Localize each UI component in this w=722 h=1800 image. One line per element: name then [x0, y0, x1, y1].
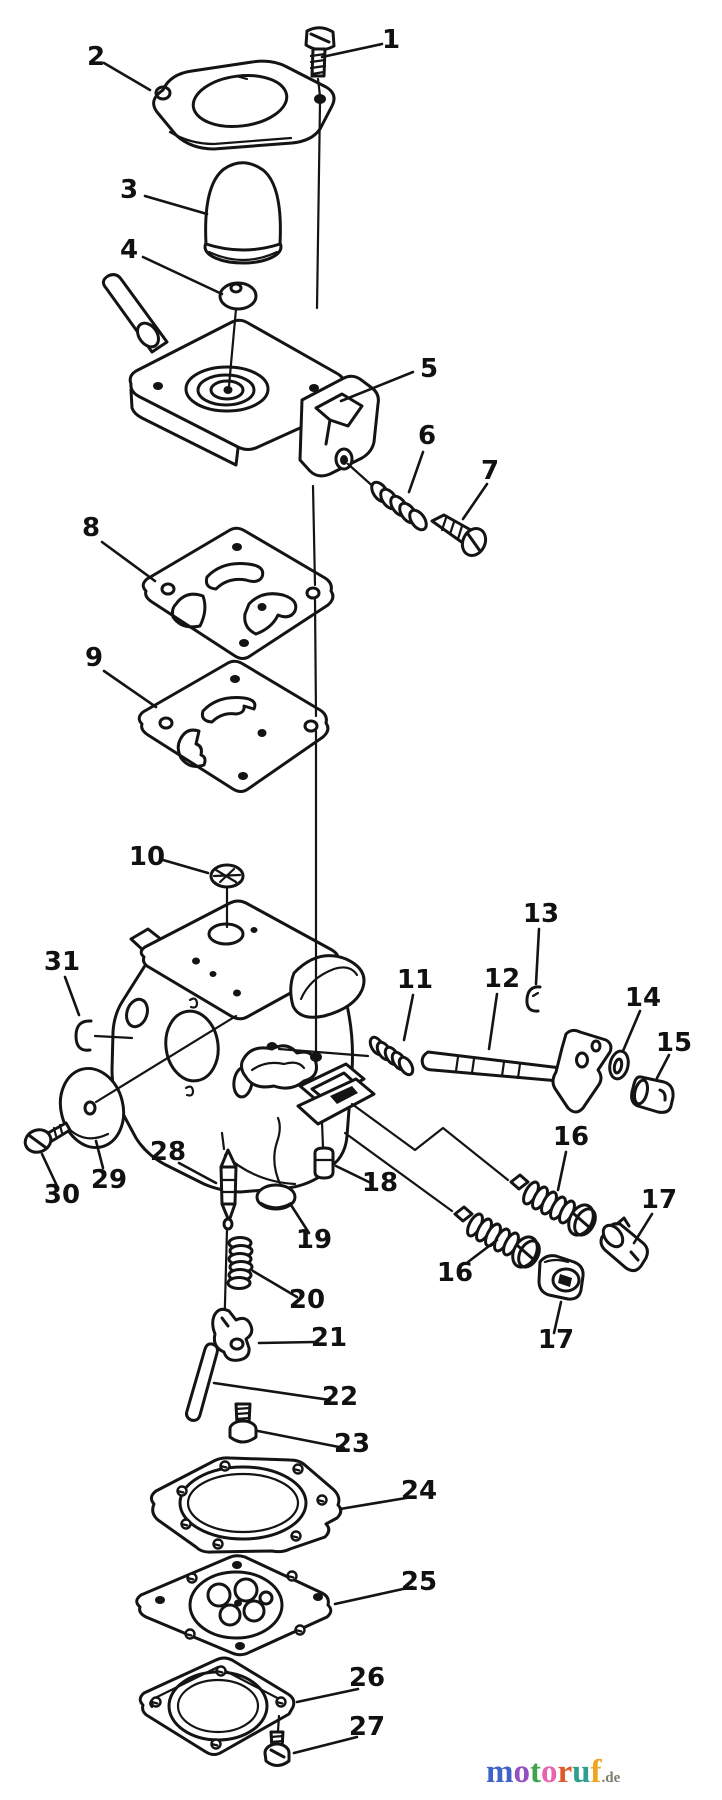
part-26-metering-cover [138, 1656, 296, 1756]
part-24-metering-gasket [149, 1456, 343, 1554]
leader-lines [40, 42, 671, 1755]
part-17-cap-right [599, 1216, 649, 1273]
part-4-valve-disc [218, 281, 258, 388]
part-6-spring [346, 462, 428, 532]
part-25-metering-diaphragm [135, 1554, 333, 1657]
part-22-pin [185, 1342, 219, 1422]
callout-14: 14 [625, 983, 661, 1013]
callout-13: 13 [523, 899, 559, 929]
logo-letter-m: m [486, 1754, 514, 1790]
callout-23: 23 [334, 1429, 370, 1459]
callout-28: 28 [150, 1137, 186, 1167]
callout-11: 11 [397, 965, 433, 995]
callout-labels: 1 2 3 4 5 6 7 8 9 10 11 12 13 14 15 16 1… [44, 25, 692, 1742]
callout-5: 5 [420, 354, 438, 384]
part-15-bushing [630, 1075, 675, 1114]
callout-31: 31 [44, 947, 80, 977]
callout-19: 19 [296, 1225, 332, 1255]
logo-letter-o1: o [513, 1754, 531, 1790]
callout-27: 27 [349, 1712, 385, 1742]
part-17-cap-lower [537, 1254, 585, 1301]
part-7-screw [430, 513, 488, 558]
callout-20: 20 [289, 1285, 325, 1315]
part-5-primer-base [101, 273, 380, 478]
callout-2: 2 [87, 42, 105, 72]
callout-26: 26 [349, 1663, 385, 1693]
part-18-plug [313, 1146, 335, 1180]
part-10-inlet-screen [209, 863, 245, 929]
part-30-screw [23, 1121, 72, 1154]
part-21-metering-lever [211, 1307, 254, 1362]
logo-letter-t: t [530, 1754, 541, 1790]
callout-22: 22 [322, 1382, 358, 1412]
carburetor-body [110, 899, 376, 1194]
part-12-throttle-shaft [420, 1028, 613, 1114]
part-11-spring [277, 1035, 415, 1077]
callout-1: 1 [382, 25, 400, 55]
callout-17-right: 17 [641, 1185, 677, 1215]
callout-18: 18 [362, 1168, 398, 1198]
logo-letter-o2: o [541, 1754, 558, 1790]
part-29-disc-diaphragm [58, 1014, 238, 1150]
part-27-screw [263, 1714, 291, 1767]
watermark-logo: motoruf.de [486, 1754, 620, 1791]
callout-29: 29 [91, 1165, 127, 1195]
callout-17-lower: 17 [538, 1325, 574, 1355]
assembly-axis-line [310, 77, 322, 1062]
callout-4: 4 [120, 235, 138, 265]
part-13-clip [525, 985, 542, 1013]
callout-10: 10 [129, 842, 165, 872]
callout-12: 12 [484, 964, 520, 994]
part-3-primer-bulb [203, 161, 283, 265]
callout-8: 8 [82, 513, 100, 543]
part-2-flange-gasket [152, 59, 336, 151]
part-9-pump-diaphragm [137, 659, 330, 793]
part-8-pump-gasket [141, 526, 335, 660]
part-19-welch-plug [255, 1116, 297, 1211]
callout-21: 21 [311, 1323, 347, 1353]
logo-letter-u: u [572, 1754, 591, 1790]
logo-suffix-de: .de [601, 1770, 621, 1786]
part-31-clip [74, 1019, 134, 1052]
callout-9: 9 [85, 643, 103, 673]
callout-6: 6 [418, 421, 436, 451]
callout-24: 24 [401, 1476, 437, 1506]
callout-15: 15 [656, 1028, 692, 1058]
callout-3: 3 [120, 175, 138, 205]
callout-16-lower: 16 [437, 1258, 473, 1288]
callout-25: 25 [401, 1567, 437, 1597]
callout-30: 30 [44, 1180, 80, 1210]
assembly-lines [220, 1102, 510, 1213]
callout-16-upper: 16 [553, 1122, 589, 1152]
callout-7: 7 [481, 456, 499, 486]
logo-letter-f: f [590, 1754, 602, 1790]
logo-letter-r: r [557, 1754, 573, 1790]
part-20-spring [226, 1236, 254, 1290]
part-23-screw [228, 1402, 258, 1444]
